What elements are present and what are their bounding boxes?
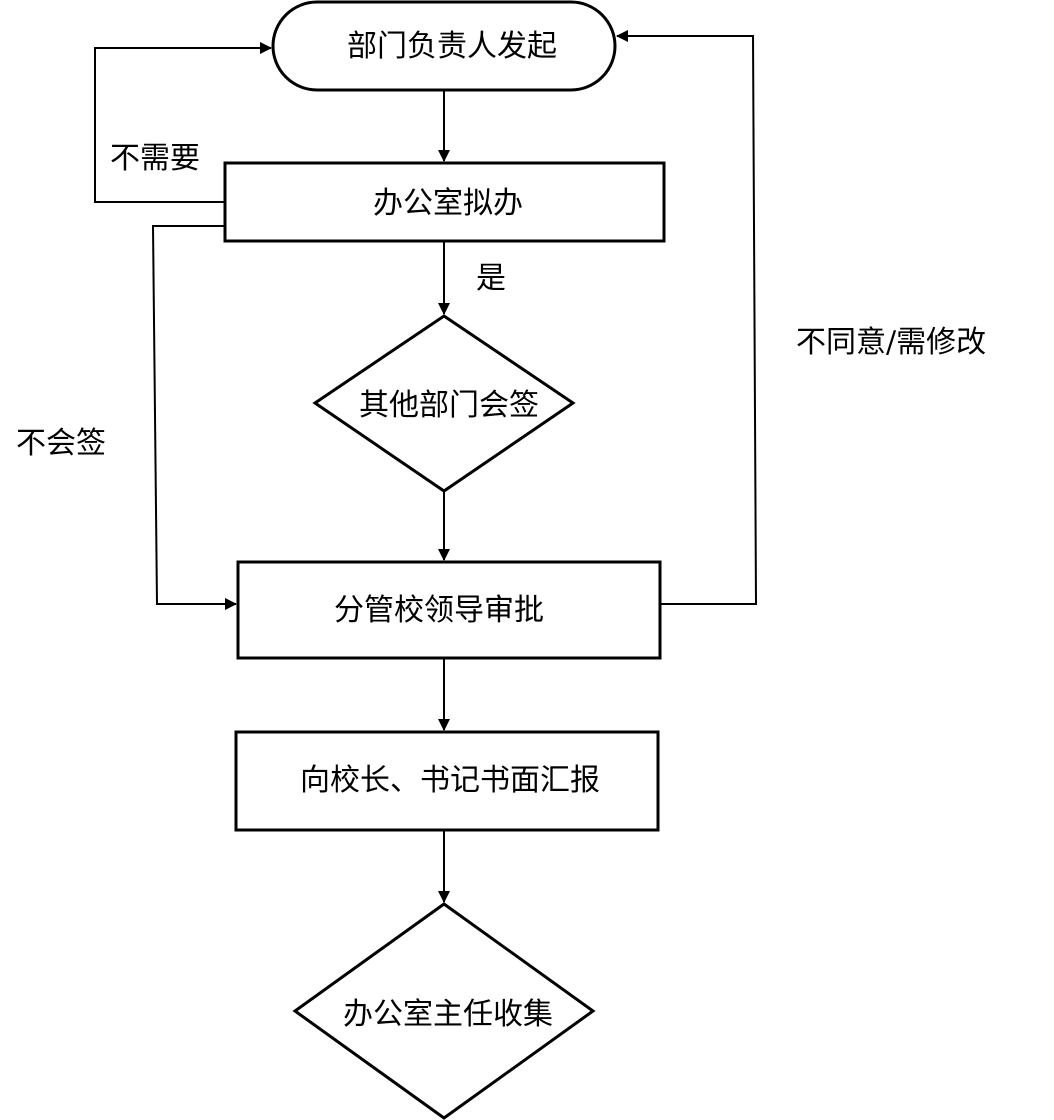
node-collect: 办公室主任收集 bbox=[292, 902, 596, 1120]
node-start: 部门负责人发起 bbox=[271, 0, 617, 92]
arrow-no-countersign-path bbox=[151, 225, 237, 610]
node-collect-label: 办公室主任收集 bbox=[343, 997, 553, 1032]
label-not-needed: 不需要 bbox=[110, 141, 200, 176]
node-office-draft-label: 办公室拟办 bbox=[373, 186, 523, 221]
process-shape bbox=[223, 161, 666, 243]
node-office-draft: 办公室拟办 bbox=[223, 161, 666, 243]
node-report: 向校长、书记书面汇报 bbox=[234, 730, 660, 832]
arrow-disagree-loop bbox=[616, 30, 758, 605]
label-disagree-modify: 不同意/需修改 bbox=[796, 325, 986, 360]
node-start-label: 部门负责人发起 bbox=[347, 29, 557, 64]
label-yes: 是 bbox=[476, 261, 506, 296]
label-no-countersign: 不会签 bbox=[16, 426, 106, 461]
process-shape bbox=[234, 730, 660, 832]
decision-shape bbox=[292, 902, 596, 1120]
node-report-label: 向校长、书记书面汇报 bbox=[300, 763, 600, 798]
node-countersign: 其他部门会签 bbox=[312, 314, 576, 493]
process-shape bbox=[236, 560, 662, 660]
node-leader-approval-label: 分管校领导审批 bbox=[334, 593, 544, 628]
node-leader-approval: 分管校领导审批 bbox=[236, 560, 662, 660]
node-countersign-label: 其他部门会签 bbox=[359, 388, 539, 423]
arrow-not-needed-loop bbox=[94, 42, 272, 203]
